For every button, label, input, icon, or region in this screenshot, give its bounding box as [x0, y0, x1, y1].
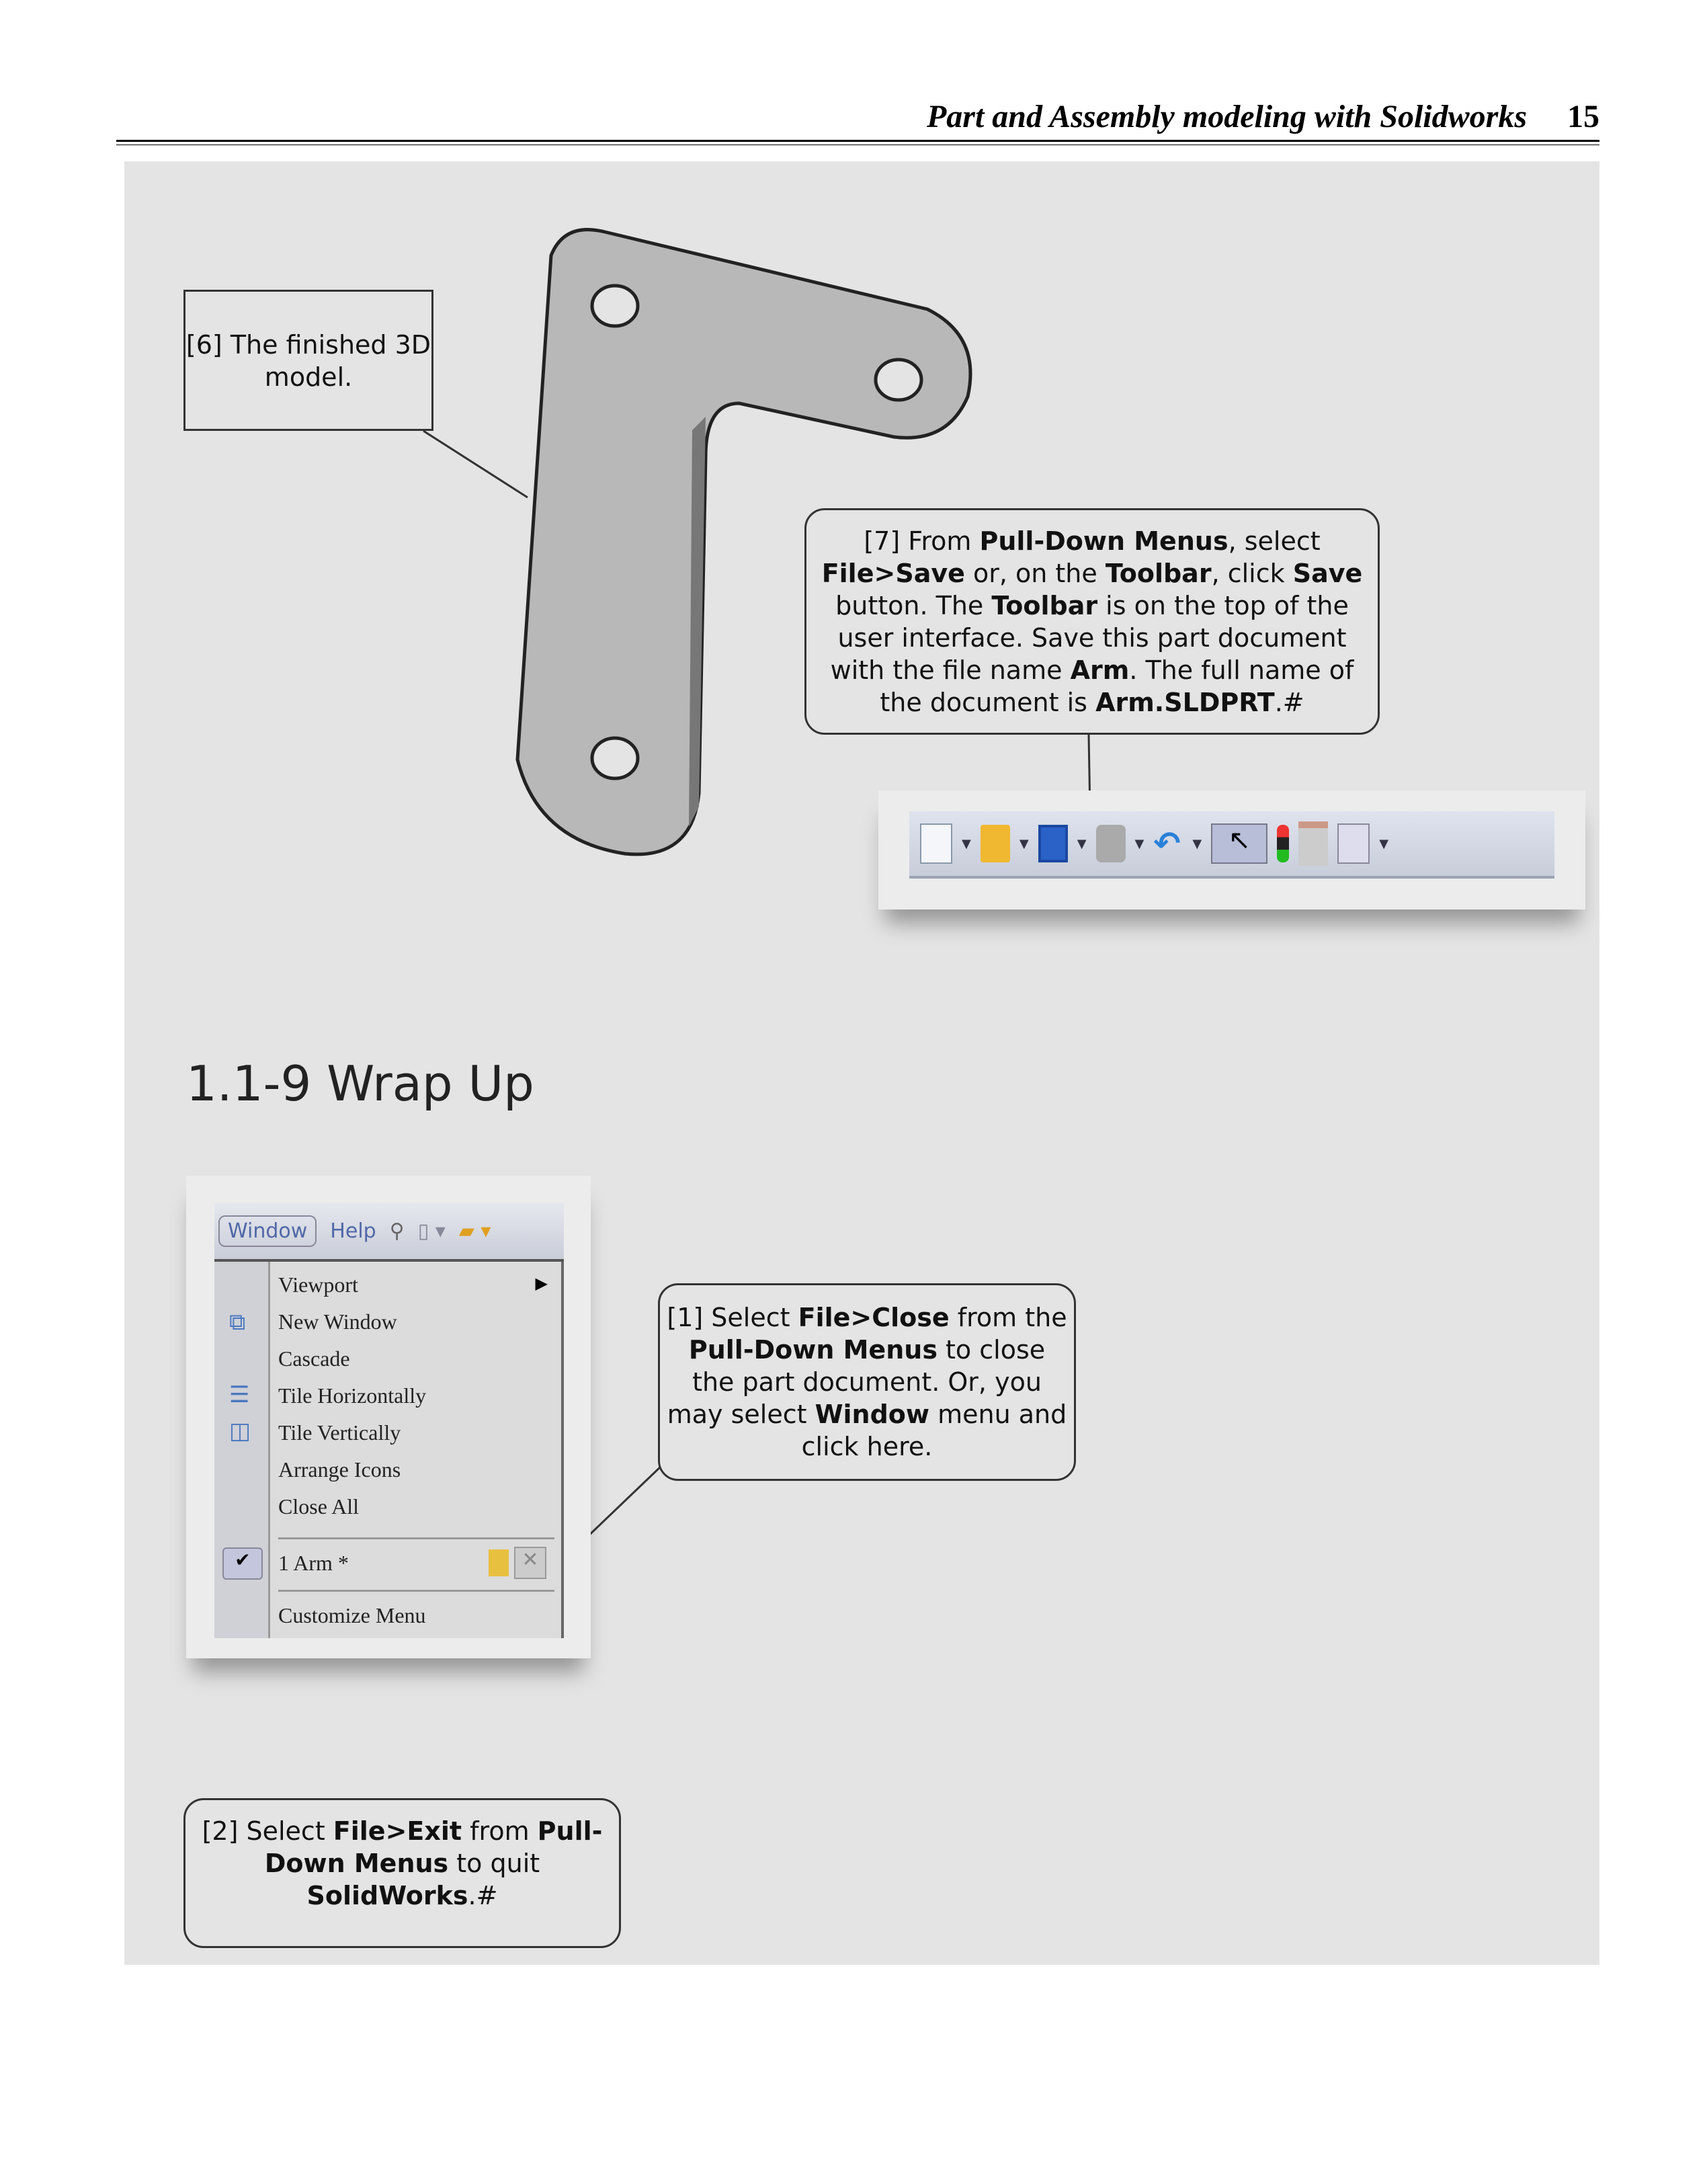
callout-text-segment: . The full name of the document is: [880, 655, 1354, 717]
callout-text-segment: button. The: [835, 591, 992, 620]
callout-text-segment: [7] From: [864, 526, 980, 556]
save-icon[interactable]: [1038, 825, 1068, 862]
menu-window[interactable]: Window: [218, 1215, 317, 1247]
toolbar-screenshot: ▼ ▼ ▼ ▼ ↶ ▼ ↖ ▼: [878, 791, 1585, 909]
callout-text-segment: File>Exit: [333, 1816, 462, 1846]
new-document-icon[interactable]: ▯ ▾: [417, 1219, 446, 1243]
callout-text-segment: from: [462, 1816, 538, 1846]
lock-icon: [489, 1549, 509, 1576]
callout-text-segment: [1] Select: [667, 1303, 798, 1332]
select-pointer-icon[interactable]: ↖: [1211, 823, 1268, 864]
close-document-icon[interactable]: ✕: [514, 1547, 546, 1579]
figure-panel: [124, 161, 1599, 1965]
callout-text-segment: Pull-Down Menus: [688, 1335, 938, 1365]
dropdown-arrow-icon[interactable]: ▼: [962, 836, 971, 851]
callout-text-segment: , select: [1228, 526, 1321, 556]
menu-item-arm-document[interactable]: 1 Arm *: [278, 1551, 349, 1575]
callout-text-segment: Arm: [1070, 655, 1130, 685]
undo-icon[interactable]: ↶: [1153, 825, 1181, 862]
menu-help[interactable]: Help: [330, 1219, 376, 1243]
callout-text-segment: SolidWorks: [306, 1881, 468, 1910]
new-window-icon: ⧉: [229, 1309, 246, 1336]
section-heading: 1.1-9 Wrap Up: [186, 1055, 534, 1112]
open-folder-icon[interactable]: [980, 825, 1010, 862]
dropdown-arrow-icon[interactable]: ▼: [1379, 836, 1389, 851]
file-properties-icon[interactable]: [1298, 821, 1329, 866]
rebuild-traffic-light-icon[interactable]: [1277, 825, 1290, 862]
running-header: Part and Assembly modeling with Solidwor…: [927, 98, 1599, 135]
dropdown-arrow-icon[interactable]: ▼: [1077, 836, 1087, 851]
menu-item-customize-menu[interactable]: Customize Menu: [278, 1603, 426, 1627]
callout-text-segment: Save: [1292, 559, 1363, 588]
menu-item-tile-horizontally[interactable]: Tile Horizontally: [278, 1383, 427, 1408]
checkmark-icon: ✔: [222, 1547, 263, 1580]
callout-text-segment: Window: [815, 1400, 930, 1429]
header-rule: [116, 140, 1599, 142]
help-search-icon[interactable]: ⚲: [389, 1219, 405, 1243]
menu-item-close-all[interactable]: Close All: [278, 1494, 360, 1519]
menu-item-new-window[interactable]: New Window: [278, 1309, 397, 1334]
callout-text-segment: .#: [468, 1881, 498, 1910]
open-folder-icon[interactable]: ▰ ▾: [458, 1219, 491, 1243]
callout-file-exit: [2] Select File>Exit from Pull-Down Menu…: [183, 1798, 621, 1948]
book-title: Part and Assembly modeling with Solidwor…: [926, 99, 1527, 134]
callout-text-segment: File>Close: [798, 1303, 950, 1332]
callout-text-segment: Toolbar: [991, 591, 1098, 620]
callout-text-segment: is on the top of the user interface. Sav…: [830, 591, 1349, 685]
submenu-arrow-icon: ▶: [535, 1274, 548, 1293]
callout-save-instructions: [7] From Pull-Down Menus, select File>Sa…: [804, 508, 1380, 735]
tile-vertical-icon: ◫: [229, 1418, 251, 1445]
dropdown-arrow-icon[interactable]: ▼: [1134, 836, 1144, 851]
callout-finished-model: [6] The finished 3D model.: [183, 290, 433, 431]
dropdown-arrow-icon[interactable]: ▼: [1192, 836, 1202, 851]
callout-text-segment: , click: [1211, 559, 1293, 588]
tile-horizontal-icon: ☰: [229, 1381, 250, 1408]
window-dropdown: Viewport ▶ New Window ⧉ Cascade Tile Horiz…: [214, 1262, 564, 1638]
dropdown-arrow-icon[interactable]: ▼: [1019, 836, 1029, 851]
page-number: 15: [1567, 99, 1599, 134]
callout-file-close: [1] Select File>Close from the Pull-Down…: [658, 1283, 1076, 1481]
callout-text-segment: menu and click here.: [801, 1400, 1067, 1461]
print-icon[interactable]: [1095, 825, 1126, 862]
callout-text-segment: or, on the: [964, 559, 1106, 588]
callout-text-segment: .#: [1274, 688, 1304, 717]
options-icon[interactable]: [1337, 823, 1370, 864]
menu-item-arrange-icons[interactable]: Arrange Icons: [278, 1457, 401, 1482]
standard-toolbar: ▼ ▼ ▼ ▼ ↶ ▼ ↖ ▼: [909, 811, 1554, 879]
menu-item-viewport[interactable]: Viewport: [278, 1272, 358, 1297]
callout-text-segment: Arm.SLDPRT: [1095, 688, 1275, 717]
callout-text-segment: to quit: [448, 1849, 540, 1878]
callout-text-segment: Toolbar: [1105, 559, 1212, 588]
callout-text-segment: File>Save: [821, 559, 965, 588]
callout-text-segment: Pull-Down Menus: [979, 526, 1229, 556]
menu-item-tile-vertically[interactable]: Tile Vertically: [278, 1420, 401, 1445]
menu-bar: Window Help ⚲ ▯ ▾ ▰ ▾: [214, 1203, 564, 1262]
menu-item-cascade[interactable]: Cascade: [278, 1346, 350, 1371]
new-document-icon[interactable]: [920, 823, 952, 864]
callout-text-segment: from the: [949, 1303, 1067, 1332]
callout-text: [6] The finished 3D model.: [185, 330, 431, 392]
window-menu-screenshot: Window Help ⚲ ▯ ▾ ▰ ▾ Viewport ▶ New Wind…: [186, 1176, 591, 1658]
callout-text-segment: Pull-Down Menus: [264, 1816, 603, 1878]
callout-text-segment: to close the part document. Or, you may …: [667, 1335, 1046, 1429]
callout-text-segment: [2] Select: [202, 1816, 333, 1846]
